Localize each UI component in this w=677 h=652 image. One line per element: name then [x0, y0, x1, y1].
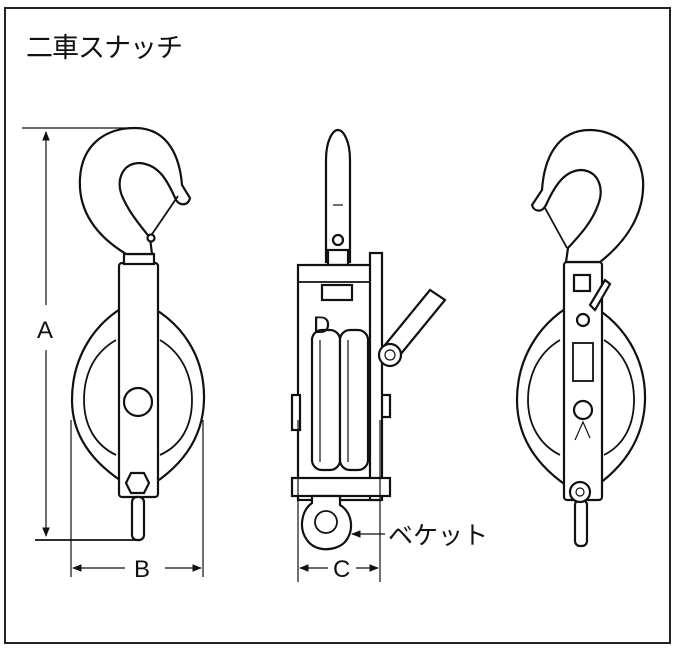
- hook-rear: [530, 128, 645, 264]
- center-bolt: [122, 386, 154, 418]
- hook: [78, 126, 192, 256]
- dimension-a: A: [22, 127, 140, 541]
- sheave-2: [338, 328, 370, 472]
- housing-window-left: [83, 339, 117, 456]
- sheave-d-label: D: [313, 312, 330, 339]
- bottom-rod-rear: [573, 498, 589, 548]
- dimension-c: C: [297, 420, 381, 583]
- diagram-title: 二車スナッチ: [26, 33, 183, 64]
- rear-view: [515, 128, 647, 548]
- becket-label: ベケット: [388, 521, 488, 550]
- diagram-frame: [4, 7, 671, 644]
- hex-nut: [124, 471, 151, 495]
- dimension-c-label: C: [333, 556, 350, 583]
- becket: [300, 494, 353, 551]
- hook-latch: [147, 195, 179, 241]
- sheave-1: [310, 328, 342, 472]
- bottom-rod: [130, 495, 146, 542]
- latch-pin: [146, 233, 156, 243]
- housing-window-right: [159, 339, 193, 456]
- gate-bracket: [368, 251, 384, 502]
- swivel-eye: [324, 128, 352, 264]
- hook-collar: [122, 252, 156, 266]
- side-strap: [117, 261, 160, 499]
- bottom-axle: [290, 476, 392, 498]
- dimension-b: B: [70, 420, 204, 583]
- bottom-nut-rear: [568, 480, 592, 504]
- side-view: D: [290, 128, 447, 551]
- becket-callout: ベケット: [351, 521, 488, 550]
- dimension-a-label: A: [37, 317, 53, 344]
- front-view: [70, 126, 206, 542]
- dimension-b-label: B: [134, 556, 150, 583]
